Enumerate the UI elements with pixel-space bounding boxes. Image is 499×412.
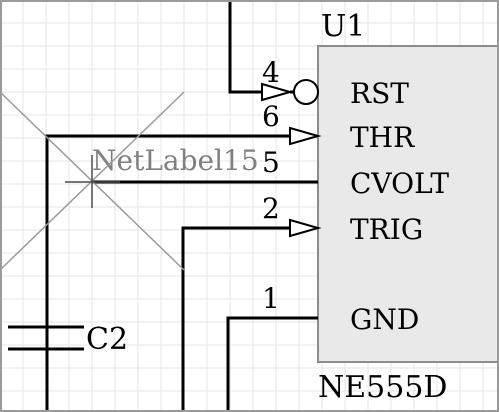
rst-wire[interactable]	[228, 0, 262, 94]
pin-name-gnd: GND	[350, 303, 419, 336]
pin-number-thr: 6	[262, 100, 280, 133]
pin-name-rst: RST	[350, 77, 409, 110]
pin-number-gnd: 1	[262, 282, 280, 315]
cursor-cross-icon	[65, 155, 120, 208]
net-label-ghost[interactable]: NetLabel15	[92, 144, 259, 178]
pin-name-cvolt: CVOLT	[350, 167, 449, 200]
thr-pin-arrow-icon	[289, 126, 322, 146]
pin-name-trig: TRIG	[350, 213, 423, 246]
pin-symbols	[261, 79, 322, 238]
component-designator[interactable]: U1	[321, 9, 365, 44]
thr-wire[interactable]	[45, 134, 290, 412]
rst-pin-arrow-icon	[261, 82, 294, 102]
pin-number-rst: 4	[262, 56, 280, 89]
capacitor-designator[interactable]: C2	[86, 322, 128, 357]
ne555d-component-body[interactable]	[317, 45, 499, 363]
component-part-name[interactable]: NE555D	[318, 370, 447, 405]
rst-inversion-bubble-icon	[293, 79, 319, 105]
pin-number-cvolt: 5	[262, 146, 280, 179]
wires	[45, 0, 318, 412]
pin-name-thr: THR	[350, 121, 415, 154]
pin-number-trig: 2	[262, 192, 280, 225]
trig-pin-arrow-icon	[289, 218, 322, 238]
trig-wire[interactable]	[181, 226, 290, 412]
capacitor-c2-symbol[interactable]	[8, 325, 84, 351]
gnd-wire[interactable]	[226, 316, 318, 412]
